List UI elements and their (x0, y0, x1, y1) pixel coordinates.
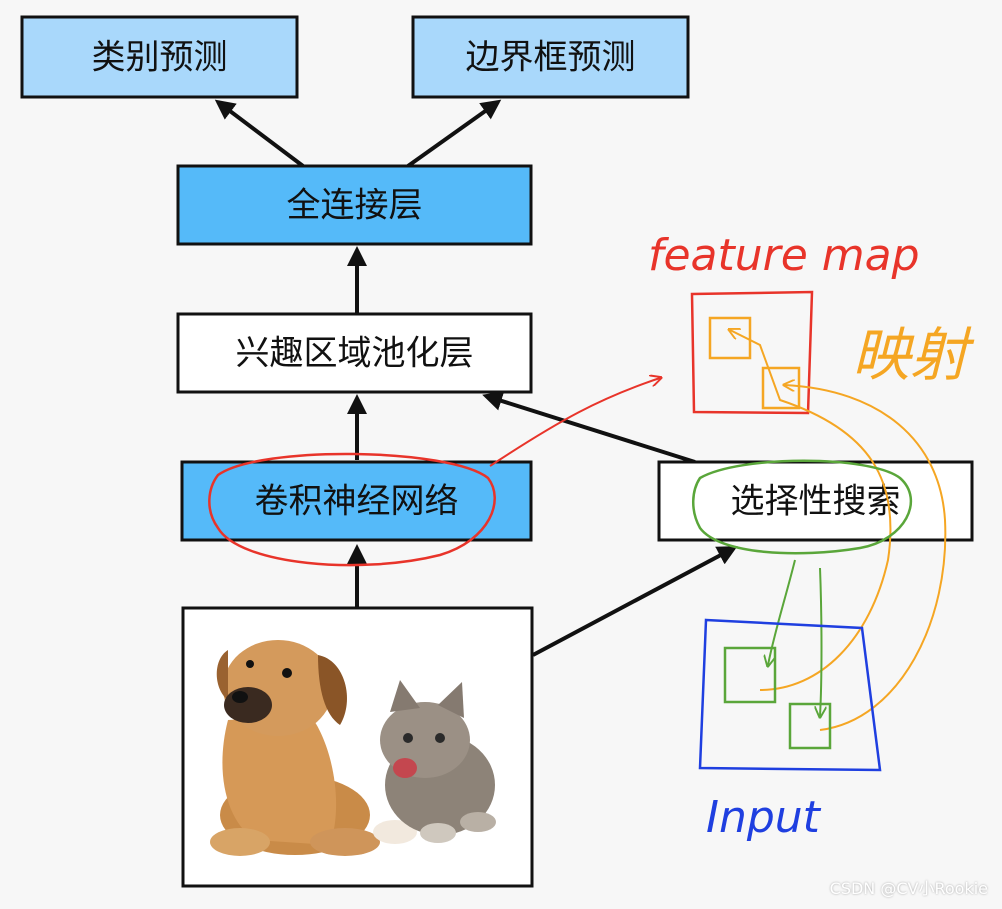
input-annotation: Input (698, 618, 882, 843)
arrow-fc-to-bbox (406, 99, 502, 168)
input-label: Input (706, 792, 822, 843)
input-image (181, 606, 534, 888)
flow-arrows (214, 99, 738, 657)
box-cnn: 卷积神经网络 (180, 460, 533, 542)
roi-pooling-label: 兴趣区域池化层 (236, 334, 474, 374)
box-class-prediction: 类别预测 (20, 15, 299, 99)
mapping-label: 映射 (852, 321, 975, 389)
class-prediction-label: 类别预测 (92, 38, 228, 78)
fully-connected-label: 全连接层 (287, 186, 423, 226)
cnn-highlight-oval (208, 378, 660, 567)
box-selective-search: 选择性搜索 (657, 460, 974, 542)
selective-search-oval (692, 459, 912, 750)
kitten-illustration (380, 680, 496, 843)
mapping-annotation: 映射 (730, 321, 975, 731)
box-roi-pooling: 兴趣区域池化层 (176, 312, 533, 394)
arrow-fc-to-class (214, 99, 305, 168)
watermark: CSDN @CV小Rookie (829, 879, 988, 898)
box-fully-connected: 全连接层 (176, 164, 533, 246)
feature-map-label: feature map (648, 230, 920, 281)
box-bbox-prediction: 边界框预测 (411, 15, 690, 99)
selective-search-label: 选择性搜索 (731, 482, 901, 522)
puppy-illustration (210, 640, 417, 856)
arrow-image-to-selective (532, 546, 738, 657)
cnn-label: 卷积神经网络 (255, 482, 459, 522)
bbox-prediction-label: 边界框预测 (466, 38, 636, 78)
feature-map-annotation: feature map (648, 230, 920, 415)
arrow-selective-to-roi (482, 391, 696, 464)
